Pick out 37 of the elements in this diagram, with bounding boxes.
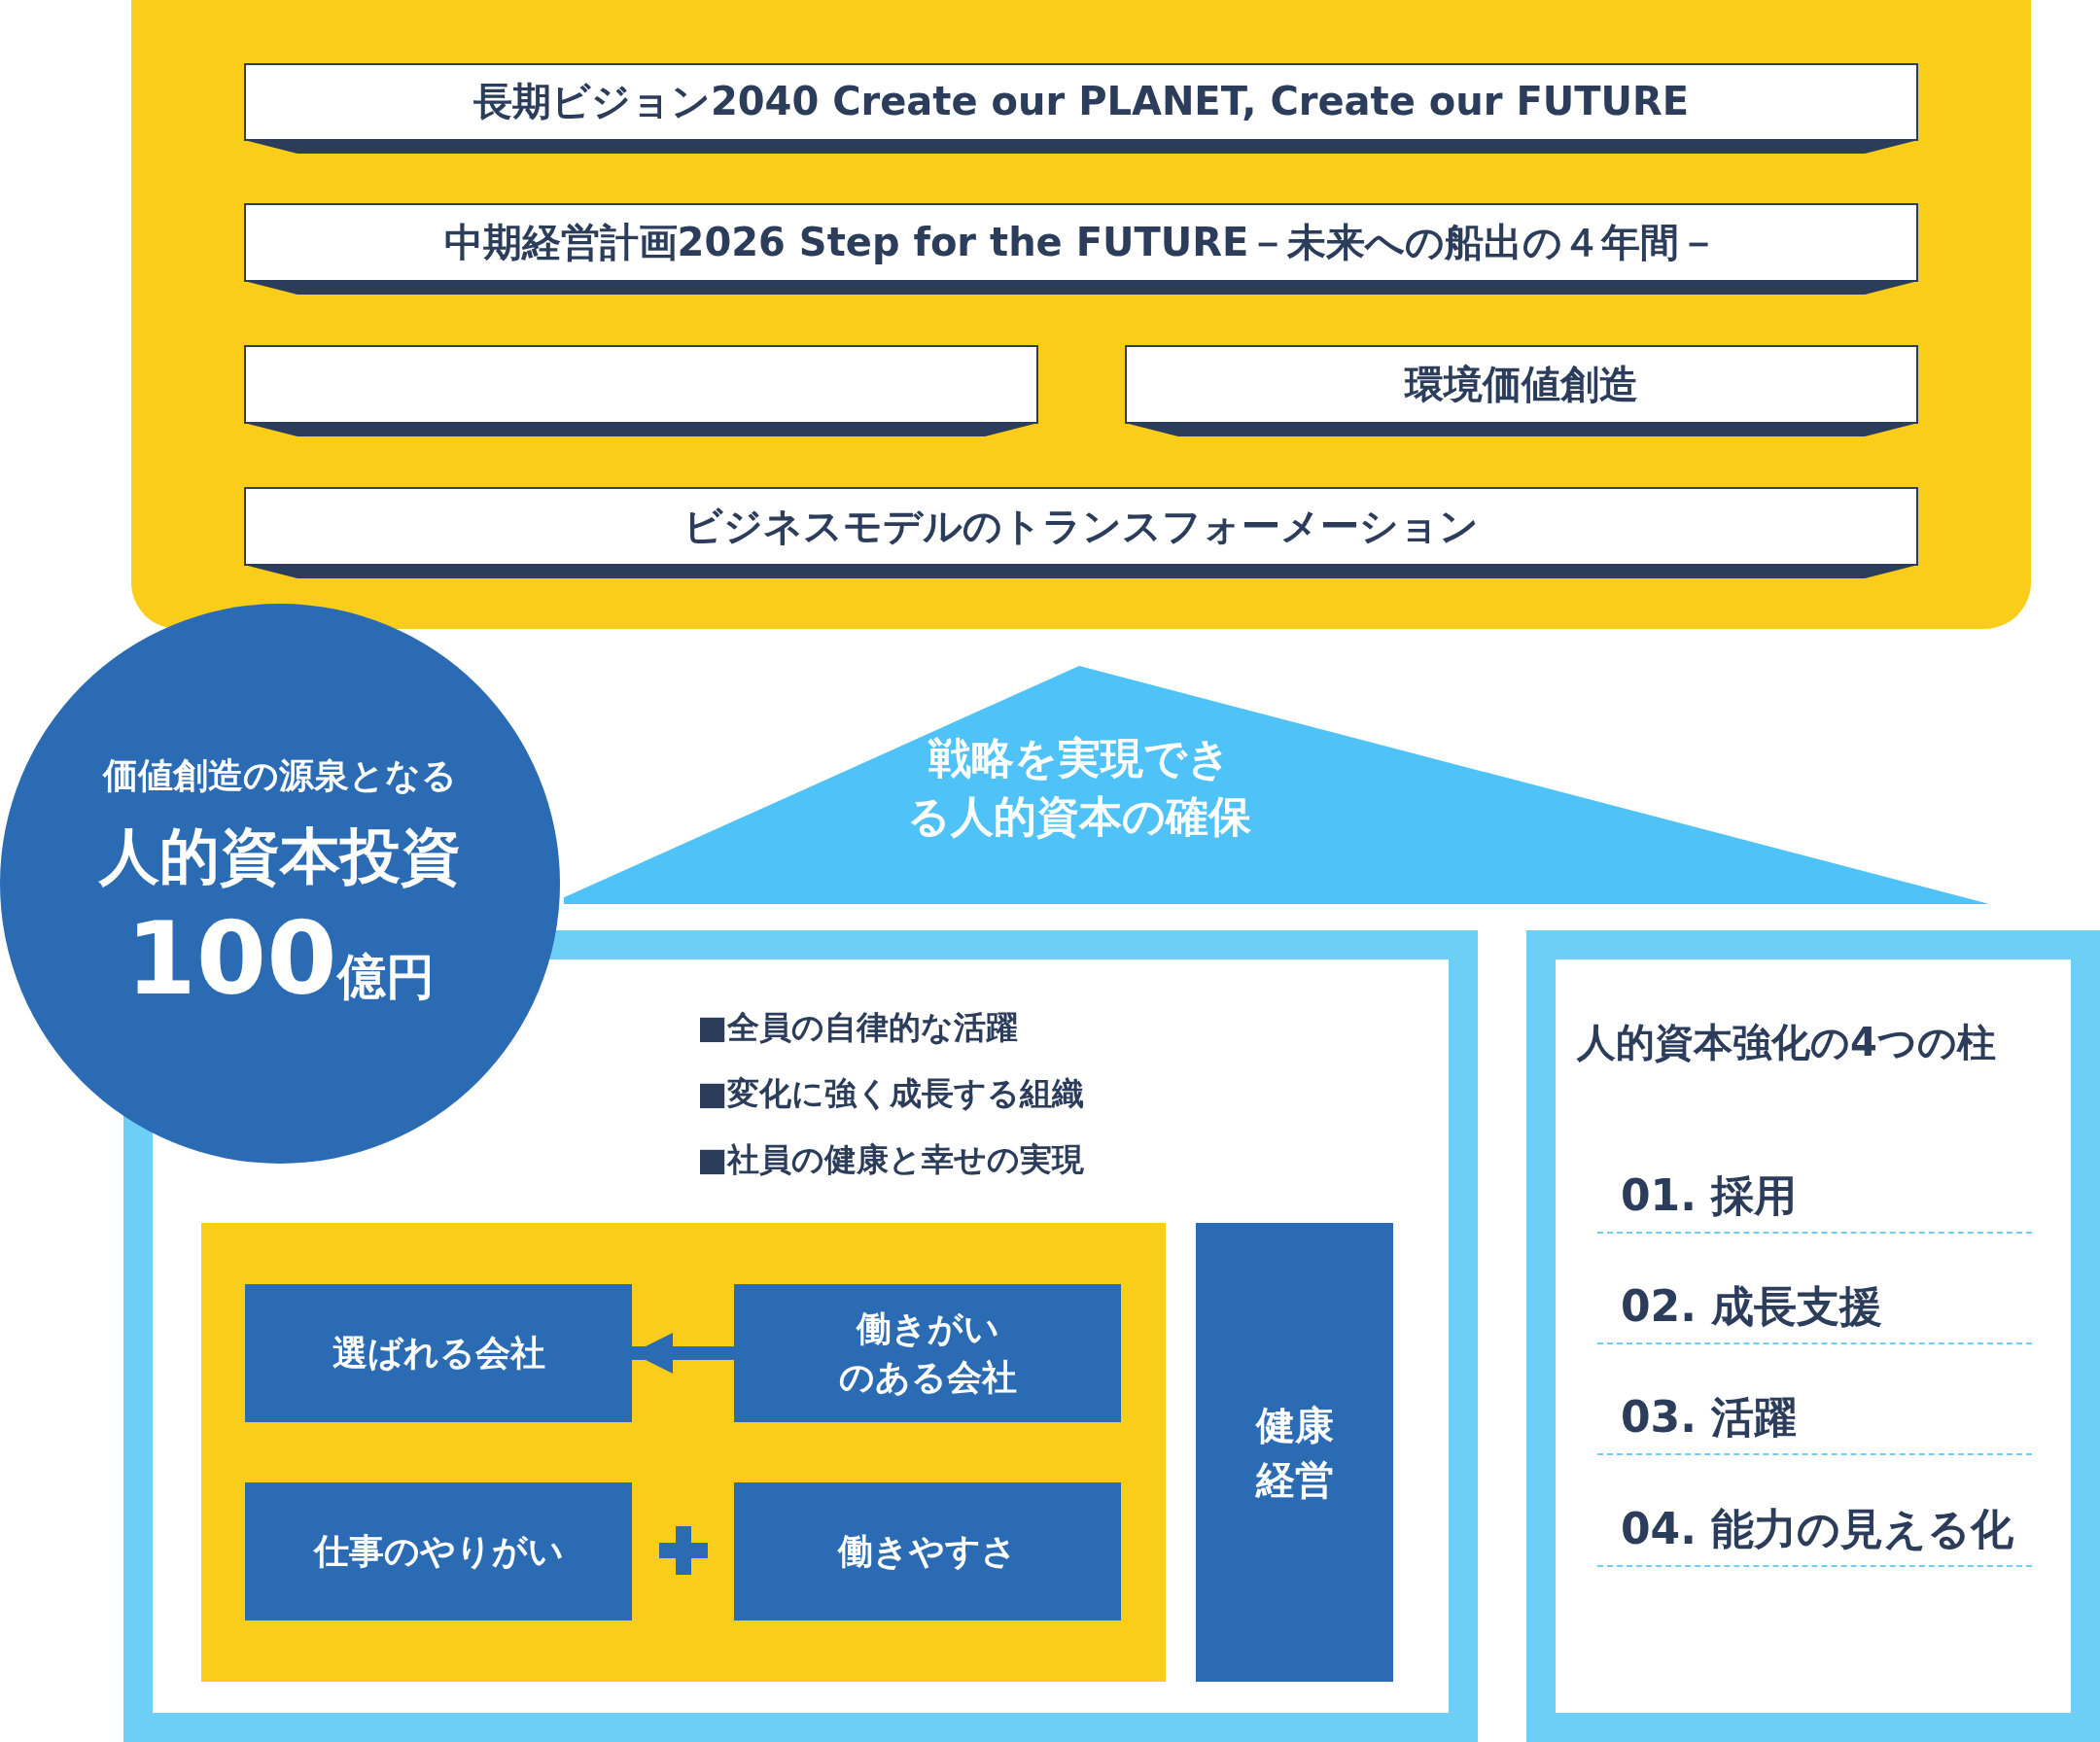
banner-text: ビジネスモデルのトランスフォーメーション: [682, 503, 1480, 550]
bullet-item: ■変化に強く成長する組織: [697, 1073, 1085, 1114]
banner-text: 長期ビジョン2040 Create our PLANET, Create our FUTURE: [472, 78, 1691, 125]
inner-panel: [201, 1223, 1166, 1682]
list-item: 01. 採用: [1597, 1166, 2032, 1234]
arrow: [632, 1333, 734, 1374]
list-item: 04. 能力の見える化: [1597, 1499, 2032, 1567]
list-title: 人的資本強化の4つの柱: [1577, 1019, 1996, 1066]
banner-box: [244, 487, 1918, 578]
process-box: [734, 1482, 1121, 1620]
box-text: 選ばれる会社: [331, 1331, 546, 1375]
process-box: [734, 1284, 1121, 1422]
banner-text: 環境価値創造: [1403, 361, 1639, 408]
bullet-item: ■社員の健康と幸せの実現: [697, 1139, 1085, 1180]
roof-triangle: [564, 666, 1989, 904]
vision-panel: [131, 0, 2031, 629]
amount-unit: 億円: [336, 948, 435, 1008]
circle-caption: 価値創造の源泉となる: [103, 754, 457, 798]
list-panel: [1526, 930, 2100, 1742]
list-item: 02. 成長支援: [1597, 1276, 2032, 1344]
box-text: 仕事のやりがい: [312, 1529, 565, 1573]
banner-text: 中期経営計画2026 Step for the FUTURE－未来への船出の４年間－: [442, 219, 1720, 266]
process-box: [245, 1284, 632, 1422]
circle-heading: 人的資本投資: [99, 819, 461, 894]
amount-value: 100: [125, 903, 337, 1015]
pillar-text: 健康経営: [1254, 1402, 1335, 1504]
banner-box: [244, 345, 1038, 436]
bullet-item: ■全員の自律的な活躍: [697, 1007, 1019, 1048]
box-text: 働きがいのある会社: [837, 1306, 1018, 1399]
box-text: 働きやすさ: [836, 1529, 1018, 1573]
pillar-box: [1196, 1223, 1393, 1682]
process-box: [245, 1482, 632, 1620]
banner-box: [244, 203, 1918, 295]
list-item: 03. 活躍: [1597, 1387, 2032, 1455]
banner-box: [244, 63, 1918, 154]
banner-box: [1125, 345, 1918, 436]
roof-text: 戦略を実現できる人的資本の確保: [906, 732, 1252, 843]
